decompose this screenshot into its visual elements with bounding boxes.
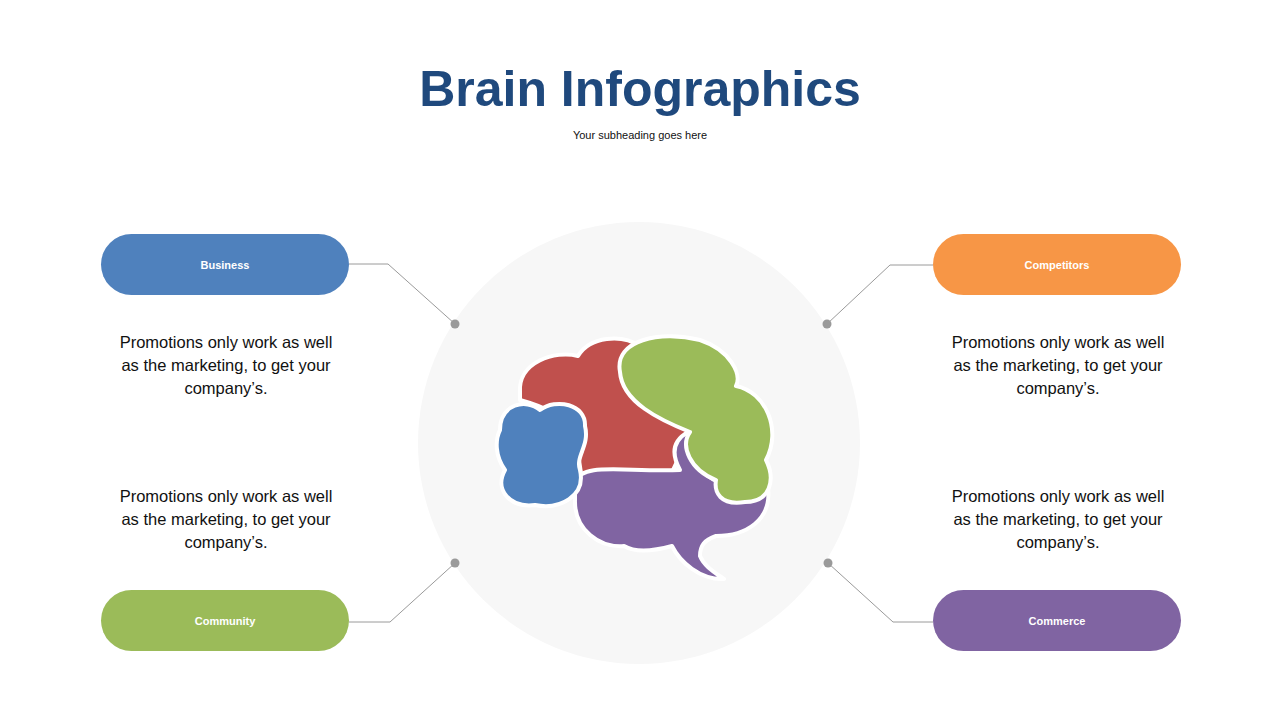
- leader-dot: [451, 559, 460, 568]
- pill-label: Commerce: [1029, 615, 1086, 627]
- leader-lines: [349, 264, 933, 622]
- subheading: Your subheading goes here: [440, 128, 840, 142]
- category-pill: Business: [101, 234, 349, 295]
- leader-line: [828, 563, 933, 622]
- brain-lobe: [619, 336, 772, 502]
- brain-illustration: [497, 336, 773, 579]
- body-text: Promotions only work as well as the mark…: [116, 485, 336, 554]
- leader-dot: [823, 320, 832, 329]
- brain-lobe: [497, 404, 586, 506]
- leader-line: [349, 264, 455, 324]
- leader-dot: [451, 320, 460, 329]
- leader-line: [827, 265, 933, 324]
- slide-title: Brain Infographics: [0, 60, 1280, 118]
- category-pill: Competitors: [933, 234, 1181, 295]
- body-text: Promotions only work as well as the mark…: [948, 485, 1168, 554]
- leader-dot: [824, 559, 833, 568]
- pill-label: Community: [195, 615, 256, 627]
- pill-label: Competitors: [1025, 259, 1090, 271]
- category-pill: Community: [101, 590, 349, 651]
- leader-line: [349, 563, 455, 622]
- body-text: Promotions only work as well as the mark…: [116, 331, 336, 400]
- body-text: Promotions only work as well as the mark…: [948, 331, 1168, 400]
- pill-label: Business: [201, 259, 250, 271]
- category-pill: Commerce: [933, 590, 1181, 651]
- backdrop-circle: [418, 222, 860, 664]
